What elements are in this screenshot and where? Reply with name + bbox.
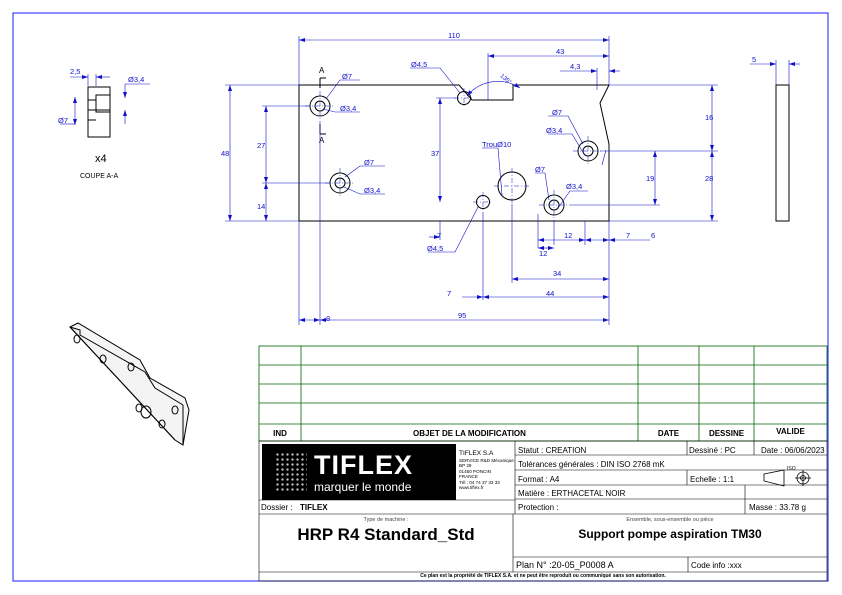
dim-48: 48	[221, 149, 229, 158]
machine-label: Type de machine :	[363, 517, 409, 523]
dim-trou10: TrouØ10	[482, 140, 511, 149]
dim-95: 95	[458, 311, 466, 320]
dossier-label: Dossier :	[261, 503, 293, 512]
company-name: TIFLEX S.A	[459, 450, 494, 457]
dim-phi7-b: Ø7	[364, 158, 374, 167]
dim-4-3: 4,3	[570, 62, 580, 71]
company-logo: TIFLEX marquer le monde	[262, 444, 456, 500]
dim-27: 27	[257, 141, 265, 150]
detail-qty: x4	[95, 153, 107, 165]
rev-col-date: DATE	[657, 429, 680, 438]
plan-number: Plan N° :20-05_P0008 A	[516, 560, 614, 570]
ensemble-label: Ensemble, sous-ensemble ou pièce	[626, 517, 714, 523]
dim-43: 43	[556, 47, 564, 56]
section-label-bottom: A	[319, 136, 325, 145]
dim-7-left: 7	[437, 231, 441, 240]
dim-8: 8	[326, 314, 330, 323]
material: Matière : ERTHACETAL NOIR	[518, 489, 626, 498]
drawing-date: Date : 06/06/2023	[761, 446, 825, 455]
dossier-value: TIFLEX	[300, 503, 328, 512]
side-view	[775, 84, 790, 222]
dim-5: 5	[752, 55, 756, 64]
dim-7-lower: 7	[447, 289, 451, 298]
logo-text: TIFLEX	[314, 450, 413, 480]
dim-135-deg: 135°	[499, 73, 513, 86]
dim-phi7-a: Ø7	[342, 72, 352, 81]
rev-col-valide: VALIDE	[776, 427, 805, 436]
company-address: SERVICE R&D Mécanique BP 29 01450 PONCIN…	[459, 458, 514, 491]
dim-6: 6	[651, 231, 655, 240]
dim-phi3-4-detail: Ø3,4	[128, 75, 144, 84]
rev-col-objet: OBJET DE LA MODIFICATION	[413, 429, 526, 438]
dim-44: 44	[546, 289, 554, 298]
dim-phi3-4-d: Ø3,4	[566, 182, 582, 191]
dim-34: 34	[553, 269, 561, 278]
iso-mark: ISO	[787, 466, 796, 472]
dim-12-bottom: 12	[564, 231, 572, 240]
dim-28: 28	[705, 174, 713, 183]
section-detail	[87, 86, 111, 138]
section-label-top: A	[319, 66, 325, 75]
footer-notice: Ce plan est la propriété de TIFLEX S.A. …	[420, 573, 666, 579]
dim-110: 110	[448, 31, 460, 40]
dim-phi4-5-top: Ø4,5	[411, 60, 427, 69]
code-info: Code info :xxx	[691, 561, 742, 570]
ensemble-value: Support pompe aspiration TM30	[578, 527, 762, 541]
dim-phi7-detail: Ø7	[58, 116, 68, 125]
dim-2-5: 2,5	[70, 67, 80, 76]
logo-tagline: marquer le monde	[314, 480, 412, 494]
detail-caption: COUPE A-A	[80, 173, 118, 180]
rev-col-ind: IND	[273, 429, 287, 438]
dim-phi7-c: Ø7	[552, 108, 562, 117]
tolerances: Tolérances générales : DIN ISO 2768 mK	[518, 460, 665, 469]
format: Format : A4	[518, 475, 560, 484]
dim-14: 14	[257, 202, 265, 211]
title-block-grid	[258, 440, 828, 582]
dim-phi3-4-c: Ø3,4	[546, 126, 562, 135]
dim-16: 16	[705, 113, 713, 122]
dim-37: 37	[431, 149, 439, 158]
protection: Protection :	[518, 503, 559, 512]
rev-col-dessine: DESSINE	[708, 429, 745, 438]
dim-19: 19	[646, 174, 654, 183]
mass: Masse : 33.78 g	[749, 503, 806, 512]
isometric-view	[69, 322, 190, 446]
revision-table	[258, 345, 828, 442]
dessine-by: Dessiné : PC	[689, 446, 736, 455]
dim-phi3-4-a: Ø3,4	[340, 104, 356, 113]
dim-12-small: 12	[539, 249, 547, 258]
dim-phi3-4-b: Ø3,4	[364, 186, 380, 195]
projection-symbol-icon	[763, 469, 811, 487]
logo-dots-icon	[275, 452, 307, 492]
dim-7-right: 7	[626, 231, 630, 240]
machine-value: HRP R4 Standard_Std	[297, 525, 475, 544]
dim-phi7-d: Ø7	[535, 165, 545, 174]
statut: Statut : CREATION	[518, 446, 587, 455]
scale: Echelle : 1:1	[690, 475, 735, 484]
dim-phi4-5-bottom: Ø4,5	[427, 244, 443, 253]
